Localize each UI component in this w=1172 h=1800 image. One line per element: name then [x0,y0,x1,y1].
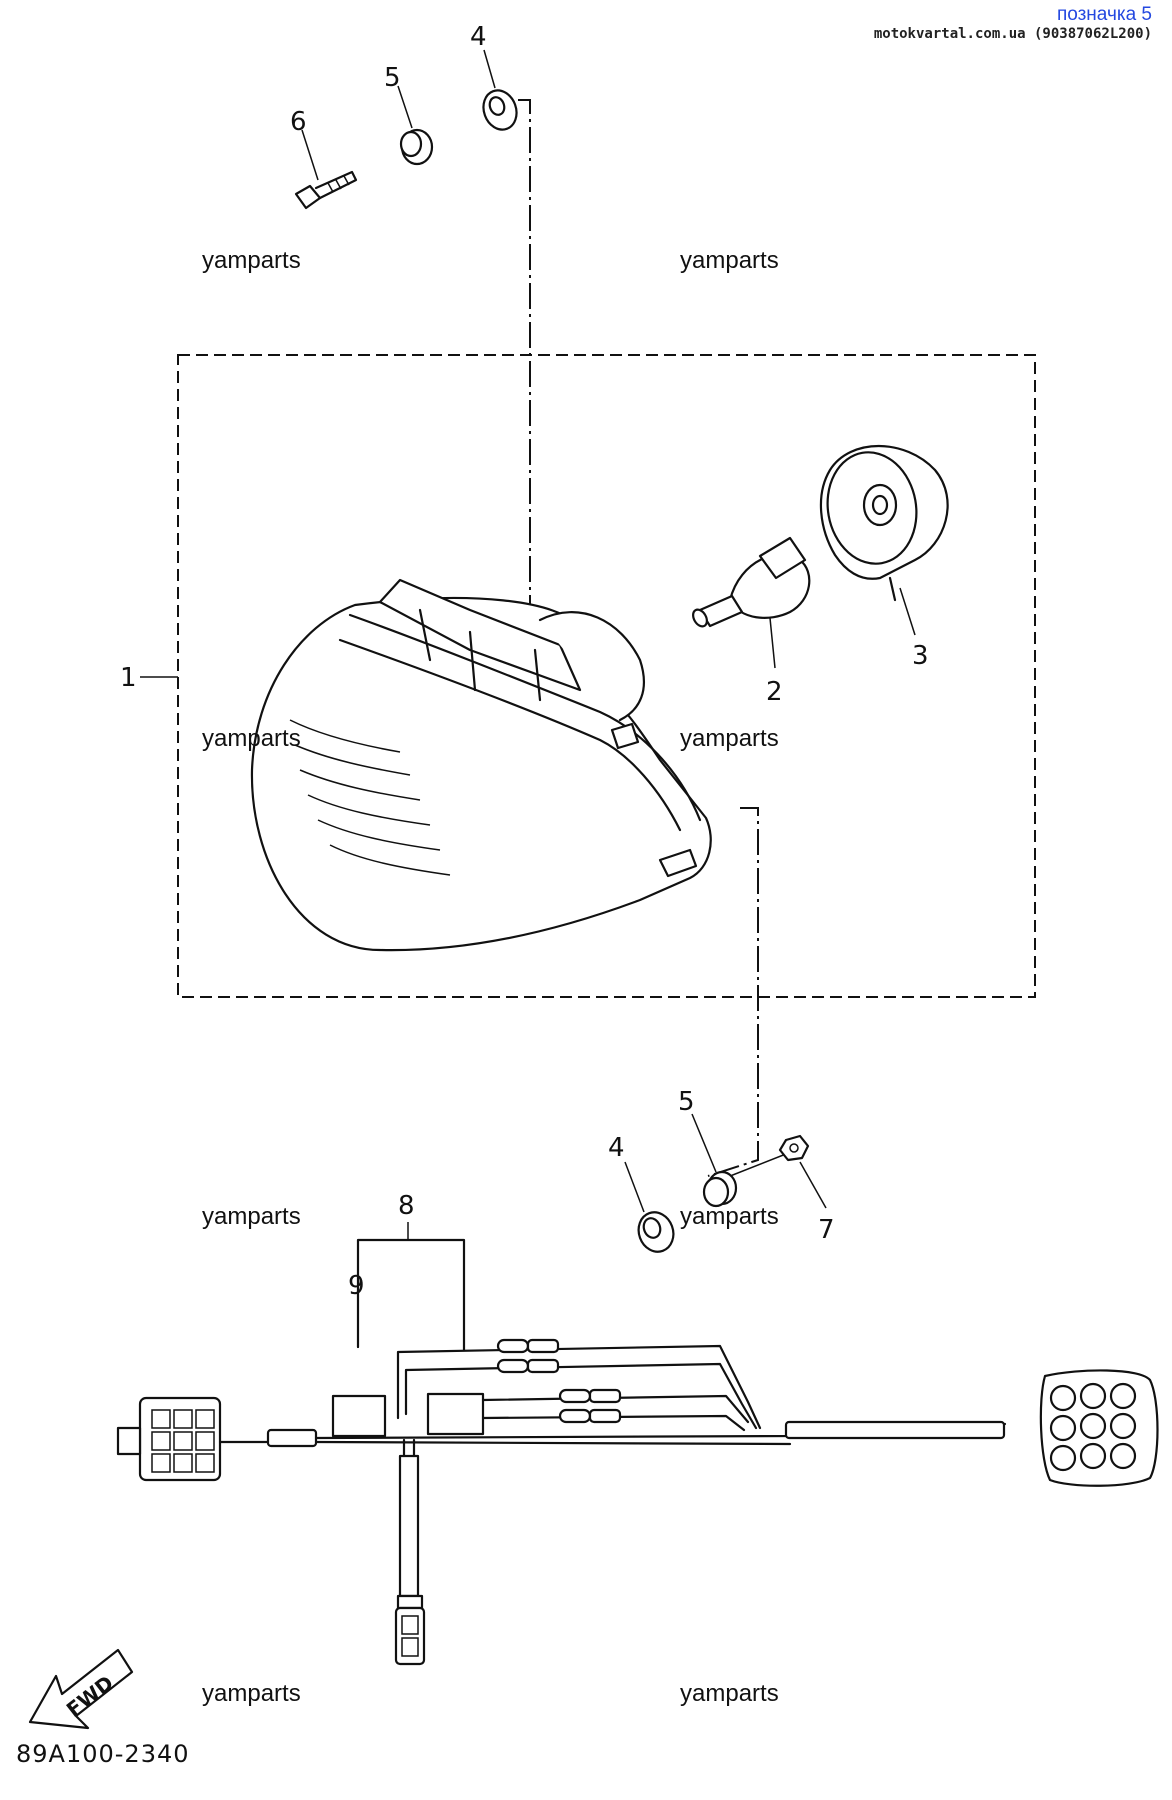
callout-3: 3 [912,641,929,671]
fwd-arrow: FWD [28,1648,134,1730]
watermark: yamparts [202,1680,301,1707]
bolt-part-6 [294,170,358,210]
header-link[interactable]: позначка 5 [1056,4,1152,25]
leader-part-7-label [799,1161,827,1209]
watermark: yamparts [680,725,779,752]
callout-6: 6 [290,107,307,137]
leader-part-3 [899,587,916,636]
wire-harness-part-8 [116,1338,1159,1666]
nut-part-7 [778,1134,810,1162]
leader-part-2 [769,617,776,669]
collar-part-5-bottom [702,1170,738,1208]
source-reference: motokvartal.com.ua (90387062L200) [873,26,1152,42]
callout-5-bottom: 5 [678,1087,695,1117]
callout-2: 2 [766,677,783,707]
assembly-boundary [177,354,1036,998]
leader-part-4-top [483,49,496,89]
chain-line-top [518,99,531,690]
headlight-housing-part-1 [250,578,712,952]
watermark: yamparts [202,725,301,752]
diagram-code: 89A100-2340 [16,1740,190,1768]
leader-part-5-bottom [691,1113,717,1173]
chain-line-bottom [707,807,759,1177]
callout-7: 7 [818,1215,835,1245]
bulb-cover-part-3 [819,444,949,602]
callout-5-top: 5 [384,63,401,93]
grommet-part-4-bottom [637,1211,675,1253]
callout-4-bottom: 4 [608,1133,625,1163]
watermark: yamparts [202,247,301,274]
callout-1: 1 [120,663,137,693]
leader-part-6 [301,129,319,181]
leader-part-4-bottom [624,1161,645,1213]
callout-4-top: 4 [470,22,487,52]
callout-9: 9 [348,1271,365,1301]
watermark: yamparts [680,1203,779,1230]
watermark: yamparts [680,247,779,274]
watermark: yamparts [202,1203,301,1230]
leader-part-5-top [397,85,413,129]
bulb-part-2 [692,536,811,628]
callout-8: 8 [398,1191,415,1221]
grommet-part-4-top [482,89,518,131]
collar-part-5-top [399,128,434,166]
bracket-part-8 [356,1238,466,1352]
watermark: yamparts [680,1680,779,1707]
